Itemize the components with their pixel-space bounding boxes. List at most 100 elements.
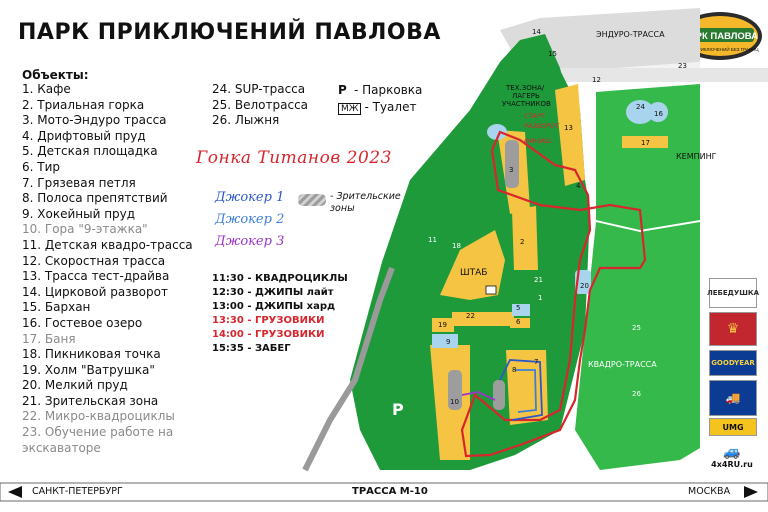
hq-zone xyxy=(440,230,505,300)
joker-1-route xyxy=(499,359,543,421)
map-num-7: 7 xyxy=(534,358,539,366)
arrow-left-icon xyxy=(8,486,22,498)
logo-tagline: ПАРК ПРИКЛЮЧЕНИЙ БЕЗ ГРАНИЦ xyxy=(681,45,759,52)
sponsor-umg: UMG xyxy=(709,418,757,436)
joker-2-label: Джокер 2 xyxy=(215,212,285,227)
legend-item: 19. Холм "Ватрушка" xyxy=(22,362,155,377)
schedule-row: 15:35 - ЗАБЕГ xyxy=(212,343,291,354)
legend-item: 21. Зрительская зона xyxy=(22,393,159,408)
map-num-6: 6 xyxy=(516,318,521,326)
pond-5 xyxy=(512,304,530,316)
joker-1-label: Джокер 1 xyxy=(215,190,285,205)
tech-zone-label-2: ЛАГЕРЬ xyxy=(512,92,540,100)
map-num-9: 9 xyxy=(446,338,451,346)
sponsor-4x4ru: 🚙 4x4RU.ru xyxy=(709,440,755,472)
camping-zone xyxy=(596,84,700,230)
tech-zone-label-3: УЧАСТНИКОВ xyxy=(502,100,551,108)
schedule-row: 11:30 - КВАДРОЦИКЛЫ xyxy=(212,273,348,284)
legend-item: 24. SUP-трасса xyxy=(212,82,306,96)
parking-symbol: P xyxy=(338,83,347,97)
pond-start xyxy=(487,124,507,140)
map-num-15: 15 xyxy=(548,50,557,58)
spectator-zone-label: - Зрительские зоны xyxy=(330,191,401,214)
spectator-zone-swatch xyxy=(298,194,326,206)
enduro-label: ЭНДУРО-ТРАССА xyxy=(596,30,665,39)
map-num-26: 26 xyxy=(632,390,641,398)
legend-item: 4. Дрифтовый пруд xyxy=(22,128,146,143)
race-title: Гонка Титанов 2023 xyxy=(196,148,392,168)
toilet-key-label: - Туалет xyxy=(364,100,417,114)
legend-item: 10. Гора "9-этажка" xyxy=(22,222,148,237)
legend-item: 17. Баня xyxy=(22,331,76,346)
map-num-13: 13 xyxy=(564,124,573,132)
arrow-right-icon xyxy=(744,486,758,498)
map-num-2: 2 xyxy=(520,238,525,246)
map-num-4: 4 xyxy=(576,182,581,190)
schedule-row: 13:30 - ГРУЗОВИКИ xyxy=(212,315,325,326)
symbol-key: P - Парковка МЖ- Туалет xyxy=(338,82,422,116)
joker-2-route xyxy=(515,369,537,413)
zone-19 xyxy=(432,318,454,332)
zone-8 xyxy=(506,350,548,425)
sponsor-goodyear: GOODYEAR xyxy=(709,350,757,376)
schedule-row: 12:30 - ДЖИПЫ лайт xyxy=(212,287,334,298)
legend-item: 23. Обучение работе на xyxy=(22,425,174,440)
schedule-row: 13:00 - ДЖИПЫ хард xyxy=(212,301,336,312)
map-num-10: 10 xyxy=(450,398,459,406)
finish-label: ФИНИШ xyxy=(524,137,552,145)
zone-2 xyxy=(512,206,538,270)
legend-heading: Объекты: xyxy=(22,68,89,82)
logo-name: ПАРК ПАВЛОВА xyxy=(682,31,758,42)
map-num-25: 25 xyxy=(632,324,641,332)
spectator-zone-3 xyxy=(493,380,505,410)
sponsor-truck-icon: 🚚 xyxy=(709,380,757,416)
legend-item: 6. Тир xyxy=(22,159,61,174)
sponsor-4x4ru-label: 4x4RU.ru xyxy=(711,459,753,469)
start-label: СТАРТ xyxy=(524,112,545,120)
pond-16 xyxy=(648,102,668,122)
zone-22 xyxy=(452,312,514,326)
legend-item: экскаваторе xyxy=(22,440,101,455)
map-num-8: 8 xyxy=(512,366,517,374)
camping-label: КЕМПИНГ xyxy=(676,152,717,161)
joker-3-label: Джокер 3 xyxy=(215,234,285,249)
legend-item: 14. Цирковой разворот xyxy=(22,284,168,299)
legend-item: 9. Хокейный пруд xyxy=(22,206,136,221)
map-num-20: 20 xyxy=(580,282,589,290)
parking-marker: P xyxy=(392,400,404,419)
page-title: ПАРК ПРИКЛЮЧЕНИЙ ПАВЛОВА xyxy=(18,20,441,45)
parking-key-label: - Парковка xyxy=(354,83,423,97)
map-num-14: 14 xyxy=(532,28,541,36)
legend-item: 11. Детская квадро-трасса xyxy=(22,237,193,252)
cafe-icon xyxy=(485,285,497,295)
joker-3-route xyxy=(461,391,496,401)
legend-item: 18. Пикниковая точка xyxy=(22,347,161,362)
tech-zone-label-1: ТЕХ.ЗОНА/ xyxy=(506,84,545,92)
toilet-icon: МЖ xyxy=(338,103,362,115)
legend-item: 20. Мелкий пруд xyxy=(22,378,128,393)
legend-item: 7. Грязевая петля xyxy=(22,175,136,190)
spectator-zone-2 xyxy=(448,370,462,410)
map-num-12: 12 xyxy=(592,76,601,84)
map-num-11: 11 xyxy=(428,236,437,244)
map-num-21: 21 xyxy=(534,276,543,284)
spectator-zone-1 xyxy=(505,140,519,188)
pond-24 xyxy=(626,100,654,124)
legend-item: 5. Детская площадка xyxy=(22,144,158,159)
map-num-3: 3 xyxy=(509,166,514,174)
map-num-5: 5 xyxy=(516,304,521,312)
zone-13 xyxy=(555,84,585,186)
zone-6 xyxy=(510,318,530,328)
legend-item: 2. Триальная горка xyxy=(22,97,145,112)
road-name: ТРАССА М-10 xyxy=(352,486,428,497)
jeep-icon: 🚙 xyxy=(723,443,741,460)
map-num-16: 16 xyxy=(654,110,663,118)
map-num-22: 22 xyxy=(466,312,475,320)
map-num-23: 23 xyxy=(678,62,687,70)
map-num-19: 19 xyxy=(438,321,447,329)
legend-item: 26. Лыжня xyxy=(212,113,280,128)
legend-item: 25. Велотрасса xyxy=(212,97,309,112)
map-num-24: 24 xyxy=(636,103,645,111)
sponsor-emblem-icon: ♛ xyxy=(709,312,757,346)
